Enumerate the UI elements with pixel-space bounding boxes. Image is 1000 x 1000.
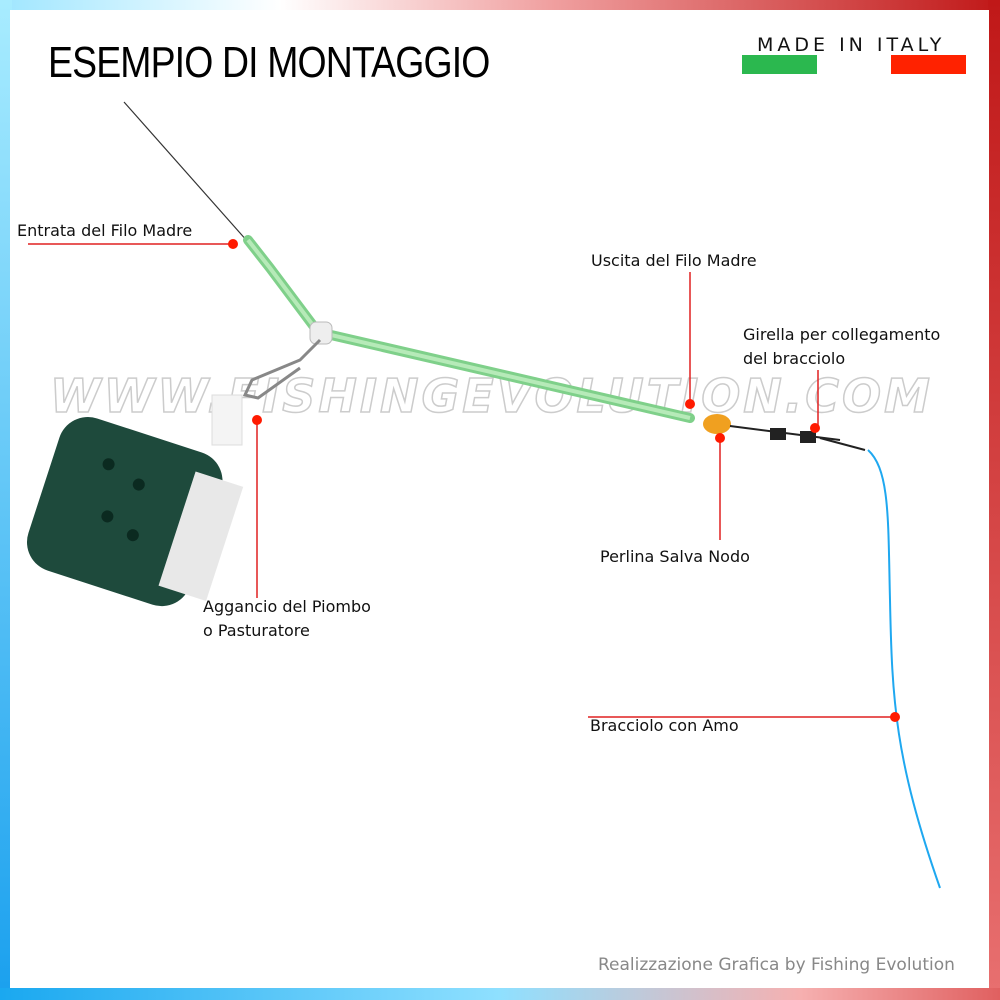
callout-dots — [228, 239, 900, 722]
label-perlina: Perlina Salva Nodo — [600, 547, 750, 566]
flag-red — [891, 55, 966, 74]
callout-lines — [28, 243, 895, 718]
green-tube-highlight — [246, 238, 691, 420]
swivel — [770, 428, 786, 440]
frame-right — [988, 0, 1000, 1000]
frame-bottom — [0, 988, 1000, 1000]
flag-green — [742, 55, 817, 74]
bead — [703, 414, 731, 434]
hook-line — [867, 449, 941, 889]
credit: Realizzazione Grafica by Fishing Evoluti… — [598, 955, 955, 975]
label-aggancio-line1: Aggancio del Piombo — [203, 597, 371, 616]
label-entrata: Entrata del Filo Madre — [17, 221, 193, 240]
label-aggancio: Aggancio del Piombo o Pasturatore — [203, 595, 371, 643]
made-in-italy: MADE IN ITALY — [757, 34, 946, 56]
snap — [819, 437, 866, 451]
feeder — [26, 416, 244, 607]
page-title: ESEMPIO DI MONTAGGIO — [48, 38, 490, 87]
snap-clip — [242, 338, 322, 400]
label-girella-line1: Girella per collegamento — [743, 325, 941, 344]
frame-left — [0, 0, 12, 1000]
y-connector — [309, 321, 333, 345]
tube-stub — [211, 394, 243, 446]
label-uscita: Uscita del Filo Madre — [591, 251, 757, 270]
label-bracciolo: Bracciolo con Amo — [590, 716, 739, 735]
watermark: WWW.FISHINGEVOLUTION.COM — [50, 369, 933, 423]
label-girella-line2: del bracciolo — [743, 349, 846, 368]
label-girella: Girella per collegamento del bracciolo — [743, 323, 940, 371]
label-aggancio-line2: o Pasturatore — [203, 621, 310, 640]
main-line — [123, 101, 249, 243]
